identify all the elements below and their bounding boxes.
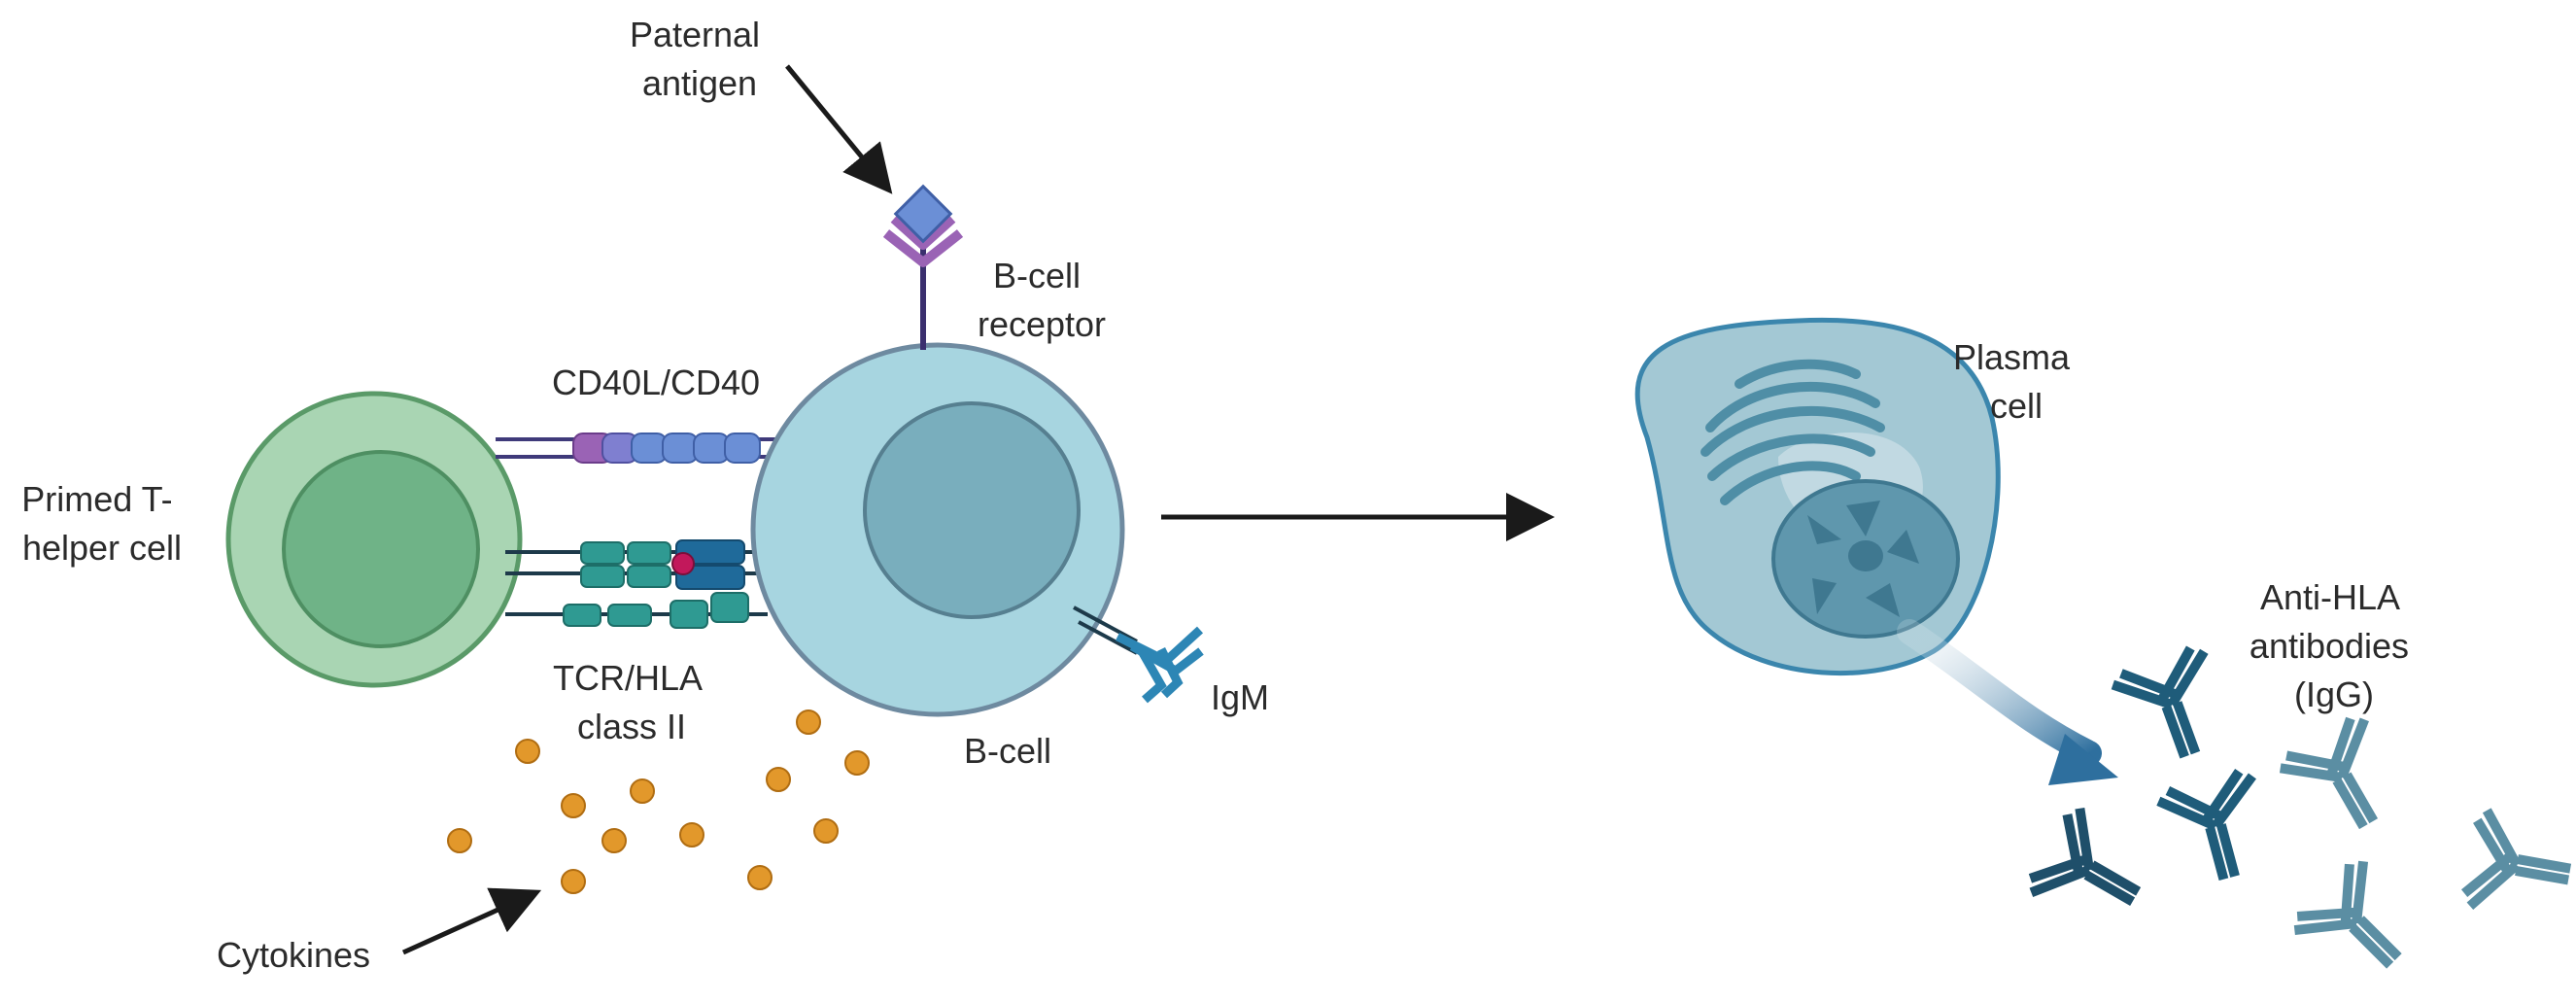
secretion-arrow-shaft: [1897, 619, 2102, 766]
cytokines: [447, 709, 870, 894]
igm-antibody: [1073, 605, 1204, 704]
b-cell: [750, 342, 1125, 717]
plasma-cell: [1634, 317, 2118, 785]
label-bcell-receptor: B-cell receptor: [978, 256, 1106, 344]
secretion-arrow-head: [2048, 734, 2118, 785]
cytokines-arrow: [401, 887, 542, 955]
paternal-antigen-shape: [893, 184, 953, 244]
antigen-arrow: [785, 64, 893, 194]
label-cytokines: Cytokines: [217, 935, 370, 975]
endoplasmic-reticulum: [1700, 359, 1885, 505]
pointer-arrows: [401, 64, 1555, 955]
igg-4: [2279, 716, 2379, 830]
igg-1: [2111, 645, 2209, 759]
label-tcr-hla: TCR/HLA class II: [553, 658, 710, 746]
igg-2: [2028, 807, 2142, 907]
igg-antibodies: [2028, 645, 2572, 969]
t-helper-cell: [225, 391, 523, 688]
igg-5: [2293, 860, 2402, 969]
label-primed-t-helper: Primed T- helper cell: [21, 479, 182, 568]
igg-6: [2460, 808, 2572, 911]
label-cd40: CD40L/CD40: [552, 363, 760, 402]
label-b-cell: B-cell: [964, 731, 1051, 771]
label-anti-hla-antibodies: Anti-HLA antibodies (IgG): [2250, 577, 2419, 714]
nucleus-chromatin: [1807, 501, 1919, 617]
label-plasma-cell: Plasma cell: [1953, 337, 2079, 426]
b-cell-receptor: [882, 215, 964, 350]
tcr-hla-complex: [505, 539, 807, 629]
label-paternal-antigen: Paternal antigen: [630, 15, 770, 103]
igg-3: [2156, 769, 2256, 881]
label-igm: IgM: [1211, 677, 1269, 717]
